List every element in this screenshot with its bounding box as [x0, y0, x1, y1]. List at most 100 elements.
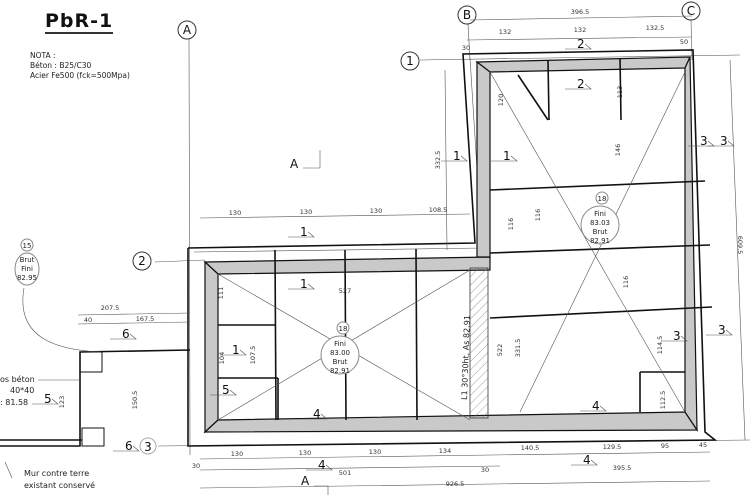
svg-text:82.91: 82.91	[330, 367, 350, 375]
svg-text:1: 1	[406, 54, 414, 68]
dimension-label: 130	[370, 207, 382, 215]
svg-text:Fini: Fini	[334, 340, 346, 348]
dimension-label: 132	[499, 28, 511, 36]
svg-text:6: 6	[125, 439, 133, 453]
dimension-label: 116	[622, 276, 630, 288]
svg-text:3: 3	[700, 134, 708, 148]
grid-axes: A B C 1 2 3	[132, 1, 750, 456]
svg-text:40*40: 40*40	[10, 386, 34, 395]
svg-text:18: 18	[339, 325, 348, 333]
dimension-lines	[199, 15, 746, 489]
beams	[217, 57, 713, 421]
dimension-label: 395.5	[613, 464, 632, 472]
svg-text:82.91: 82.91	[590, 237, 610, 245]
slab-span-marker: 1	[288, 277, 315, 291]
svg-text:Brut: Brut	[333, 358, 348, 366]
section-marker-a-bottom: A	[301, 474, 329, 495]
svg-text:Mur contre terre: Mur contre terre	[24, 469, 89, 478]
svg-text:4: 4	[313, 407, 321, 421]
svg-text:3: 3	[718, 323, 726, 337]
dimension-label: 130	[299, 449, 311, 457]
dimension-label: 107.5	[249, 346, 257, 365]
svg-text:3: 3	[673, 329, 681, 343]
slab-span-marker: 6	[110, 327, 137, 341]
axis-marker-1: 1	[400, 51, 420, 71]
svg-text:1: 1	[300, 277, 308, 291]
dimension-label: 30	[192, 462, 200, 470]
dimension-label: 207.5	[101, 304, 120, 312]
svg-text:4: 4	[592, 399, 600, 413]
slab-span-marker: 2	[565, 77, 592, 91]
svg-text:Fini: Fini	[21, 265, 33, 273]
dimension-label: 113	[616, 86, 624, 98]
slab-span-marker: 1	[441, 149, 468, 163]
svg-text:83.00: 83.00	[330, 349, 350, 357]
svg-text:: 81.58: : 81.58	[0, 398, 28, 407]
column-note: os béton 40*40 : 81.58	[0, 374, 80, 407]
svg-text:2: 2	[577, 37, 585, 51]
drawing-title: PbR-1	[45, 10, 114, 34]
dimension-label: 527	[339, 287, 351, 295]
retaining-wall-note: Mur contre terre existant conservé	[24, 469, 95, 490]
stair-note: L1 30°30ht, As 82.91	[460, 315, 472, 400]
level-tag-18-right: 18 Fini 83.03 Brut 82.91	[580, 191, 620, 245]
dimension-label: 146	[614, 144, 622, 156]
level-tag-18-left: 18 Fini 83.00 Brut 82.91	[320, 321, 360, 375]
dimension-label: 104	[218, 352, 226, 364]
svg-text:6: 6	[122, 327, 130, 341]
slab-span-marker: 4	[571, 453, 598, 467]
nota-block: NOTA : Béton : B25/C30 Acier Fe500 (fck=…	[30, 51, 130, 81]
svg-text:A: A	[290, 157, 299, 171]
dimension-label: 120	[497, 94, 505, 106]
slab-span-marker: 1	[288, 225, 315, 239]
axis-marker-3: 3	[139, 437, 157, 455]
slab-span-marker: 3	[706, 323, 733, 337]
dimension-label: 609.5	[736, 236, 744, 255]
svg-text:1: 1	[503, 149, 511, 163]
dimension-label: 332.5	[434, 151, 442, 170]
axis-marker-b: B	[457, 5, 477, 25]
dimension-label: 150.5	[131, 391, 139, 410]
slab-span-marker: 4	[306, 458, 333, 472]
svg-text:os béton: os béton	[0, 374, 35, 384]
dimension-label: 130	[231, 450, 243, 458]
dimension-label: 116	[507, 218, 515, 230]
dimension-label: 926.5	[446, 480, 465, 488]
svg-text:3: 3	[144, 440, 152, 454]
nota-steel: Acier Fe500 (fck=500Mpa)	[30, 71, 130, 80]
svg-text:Fini: Fini	[594, 210, 606, 218]
slab-span-marker: 3	[708, 134, 735, 148]
slab-span-marker: 5	[32, 392, 59, 406]
nota-concrete: Béton : B25/C30	[30, 61, 92, 70]
dimension-label: 45	[699, 441, 707, 449]
dimension-label: 30	[481, 466, 489, 474]
section-marker-a-top: A	[290, 150, 321, 171]
slab-span-marker: 4	[580, 399, 607, 413]
svg-text:1: 1	[300, 225, 308, 239]
svg-text:3: 3	[720, 134, 728, 148]
dimension-label: 95	[661, 442, 669, 450]
dimension-label: 132.5	[646, 24, 665, 32]
svg-text:Brut: Brut	[20, 256, 35, 264]
dimension-label: 167.5	[136, 315, 155, 323]
svg-text:83.03: 83.03	[590, 219, 610, 227]
dimension-label: 108.5	[429, 206, 448, 214]
dimension-label: 30	[462, 44, 470, 52]
svg-text:5: 5	[44, 392, 52, 406]
svg-text:A: A	[301, 474, 310, 488]
svg-text:existant conservé: existant conservé	[24, 480, 95, 490]
svg-text:18: 18	[598, 195, 607, 203]
svg-text:B: B	[463, 8, 471, 22]
axis-marker-a: A	[177, 20, 197, 40]
dimension-label: 114.5	[656, 336, 664, 355]
svg-text:1: 1	[453, 149, 461, 163]
dimension-label: 140.5	[521, 444, 540, 452]
dimension-label: 129.5	[603, 443, 622, 451]
slab-span-marker: 1	[491, 149, 518, 163]
dimension-label: 40	[84, 316, 92, 324]
dimension-label: 130	[229, 209, 241, 217]
svg-text:C: C	[687, 4, 695, 18]
